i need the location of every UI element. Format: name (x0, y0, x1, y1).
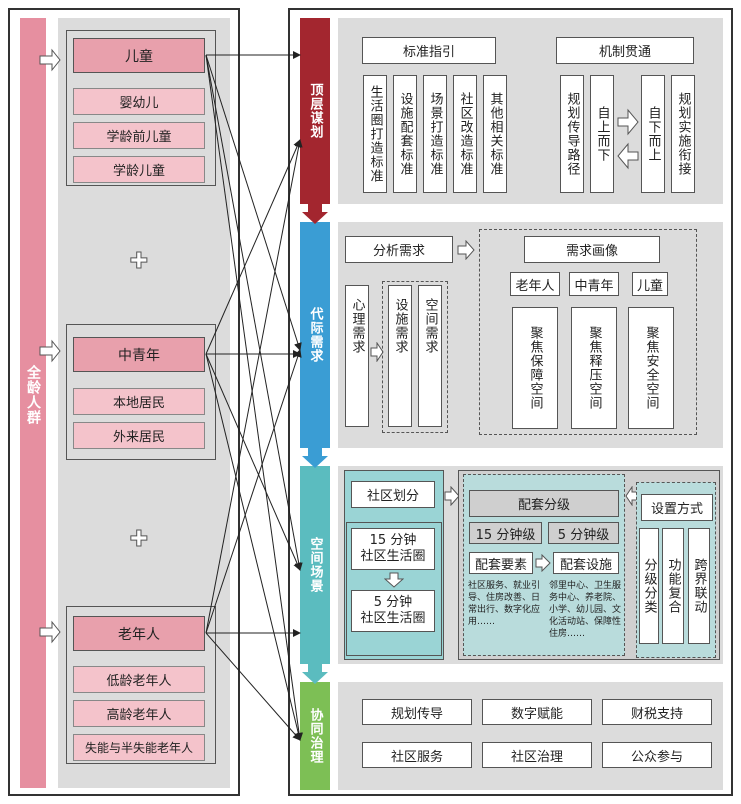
portrait-dashed-group (479, 229, 697, 435)
standard-item: 其他相关标准 (483, 75, 507, 193)
portrait-title: 需求画像 (524, 236, 660, 263)
right-arrow-icon (535, 554, 551, 572)
governance-item: 社区治理 (482, 742, 592, 768)
mechanism-item: 规划传导路径 (560, 75, 584, 193)
need-item: 设施需求 (388, 285, 412, 427)
portrait-group-body: 聚焦保障空间 (512, 307, 558, 429)
circle-15min: 15 分钟 社区生活圈 (351, 528, 435, 570)
portrait-group-title: 老年人 (510, 272, 560, 296)
governance-item: 规划传导 (362, 699, 472, 725)
standards-title: 标准指引 (362, 37, 496, 64)
method-title: 设置方式 (641, 494, 713, 521)
plus-icon: ✚ (129, 248, 149, 274)
group-elderly-item: 低龄老年人 (73, 666, 205, 693)
governance-item: 公众参与 (602, 742, 712, 768)
phase-demand: 代际需求 (300, 222, 330, 448)
standard-item: 设施配套标准 (393, 75, 417, 193)
group-midage-item: 本地居民 (73, 388, 205, 415)
portrait-group-title: 儿童 (632, 272, 668, 296)
elements-text: 社区服务、就业引导、住房改善、日常出行、数字化应用…… (468, 581, 541, 627)
right-arrow-icon (457, 240, 475, 260)
analyze-needs: 分析需求 (345, 236, 453, 263)
left-arrow-icon (617, 142, 639, 170)
phase-top-planning: 顶层谋划 (300, 18, 330, 204)
right-arrow-icon (617, 108, 639, 136)
down-arrow-icon (302, 448, 328, 468)
group-elderly-title: 老年人 (73, 616, 205, 651)
community-division: 社区划分 (351, 481, 435, 508)
portrait-group-title: 中青年 (569, 272, 619, 296)
all-ages-bar (20, 18, 46, 788)
facilities-text: 邻里中心、卫生服务中心、养老院、小学、幼儿园、文化活动站、保障性住房…… (549, 581, 622, 639)
grading-title: 配套分级 (469, 490, 619, 517)
method-item: 功能复合 (662, 528, 684, 644)
method-item: 分级分类 (639, 528, 659, 644)
mechanism-title: 机制贯通 (556, 37, 694, 64)
standard-item: 生活圈打造标准 (363, 75, 387, 193)
all-ages-label: 全龄人群 (25, 365, 41, 425)
needs-dashed-group (382, 281, 448, 433)
mechanism-item: 自下而上 (641, 75, 665, 193)
right-arrow-icon (370, 342, 384, 362)
group-elderly-item: 高龄老年人 (73, 700, 205, 727)
method-item: 跨界联动 (688, 528, 710, 644)
bidirectional-arrows (617, 108, 639, 170)
phase-governance: 协同治理 (300, 682, 330, 790)
standard-item: 场景打造标准 (423, 75, 447, 193)
down-arrow-icon (302, 664, 328, 684)
mechanism-item: 自上而下 (590, 75, 614, 193)
group-children-item: 学龄前儿童 (73, 122, 205, 149)
circle-5min: 5 分钟 社区生活圈 (351, 590, 435, 632)
portrait-group-body: 聚焦安全空间 (628, 307, 674, 429)
governance-item: 社区服务 (362, 742, 472, 768)
down-arrow-icon (384, 572, 404, 588)
plus-icon: ✚ (129, 526, 149, 552)
standard-item: 社区改造标准 (453, 75, 477, 193)
mechanism-item: 规划实施衔接 (671, 75, 695, 193)
grade-15min: 15 分钟级 (469, 522, 542, 544)
supporting-facilities: 配套设施 (553, 552, 619, 574)
group-midage-item: 外来居民 (73, 422, 205, 449)
right-arrow-icon (444, 486, 460, 506)
group-elderly-item: 失能与半失能老年人 (73, 734, 205, 761)
need-item: 心理需求 (345, 285, 369, 427)
governance-item: 财税支持 (602, 699, 712, 725)
circles-group (346, 522, 442, 656)
group-children-item: 学龄儿童 (73, 156, 205, 183)
phase-arrows (302, 204, 328, 684)
portrait-group-body: 聚焦释压空间 (571, 307, 617, 429)
need-item: 空间需求 (418, 285, 442, 427)
group-children-item: 婴幼儿 (73, 88, 205, 115)
down-arrow-icon (302, 204, 328, 224)
group-children-title: 儿童 (73, 38, 205, 73)
phase-scene: 空间场景 (300, 466, 330, 664)
group-midage-title: 中青年 (73, 337, 205, 372)
grade-5min: 5 分钟级 (548, 522, 619, 544)
supporting-elements: 配套要素 (469, 552, 533, 574)
governance-item: 数字赋能 (482, 699, 592, 725)
